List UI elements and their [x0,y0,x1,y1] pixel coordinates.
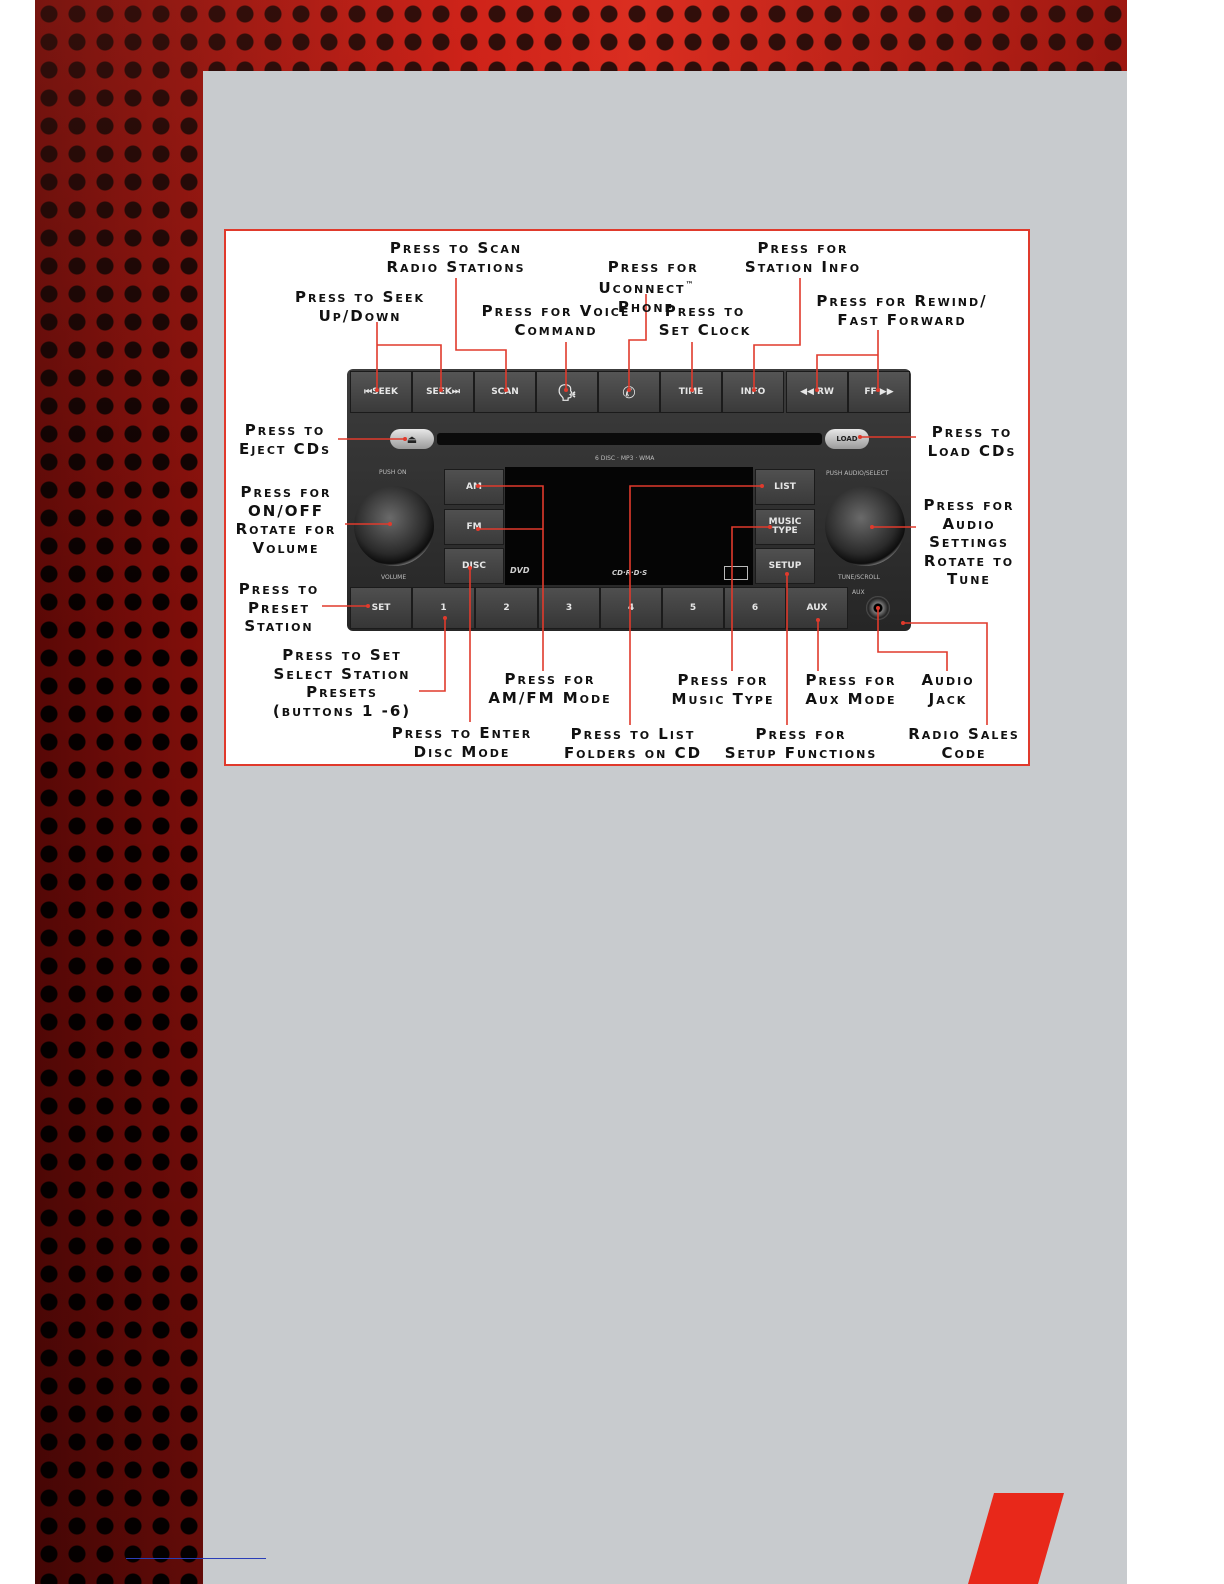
voice-command-button[interactable]: 🗣 [536,371,598,413]
aux-button[interactable]: AUX [786,587,848,629]
push-audio-caption: PUSH AUDIO/SELECT [826,470,889,477]
label-seek: Press to Seek Up/Down [295,288,425,325]
voice-command-icon: 🗣 [556,382,578,402]
red-accent-stripe [968,1493,1064,1584]
volume-caption: VOLUME [381,574,407,581]
list-button[interactable]: LIST [755,469,815,505]
cd-slot [437,433,822,445]
scan-button[interactable]: SCAN [474,371,536,413]
preset-6-button[interactable]: 6 [724,587,786,629]
label-eject: Press to Eject CDs [238,421,332,458]
label-audio-tune: Press for Audio Settings Rotate to Tune [923,496,1015,588]
label-uconnect-line3: Phone [617,297,675,316]
label-audio-jack: Audio Jack [921,671,975,708]
preset-4-button[interactable]: 4 [600,587,662,629]
set-button[interactable]: SET [350,587,412,629]
label-clock: Press to Set Clock [658,302,752,339]
slot-caption: 6 DISC · MP3 · WMA [595,455,655,462]
label-uconnect-line2: Uconnect [598,279,686,297]
preset-1-button[interactable]: 1 [412,587,475,629]
footer-rule [126,1558,266,1559]
eject-button[interactable]: ⏏ [390,429,434,449]
label-power-volume: Press for ON/OFF Rotate for Volume [235,483,337,557]
volume-knob[interactable] [354,486,434,566]
label-uconnect-line1: Press for [607,257,699,276]
time-button[interactable]: TIME [660,371,722,413]
label-disc: Press to Enter Disc Mode [391,724,533,761]
seek-up-button[interactable]: SEEK⏭ [412,371,474,413]
dvd-logo: DVD [510,566,530,575]
am-button[interactable]: AM [444,469,504,505]
label-aux: Press for Aux Mode [805,671,897,708]
fm-button[interactable]: FM [444,509,504,545]
label-sales-code: Radio Sales Code [908,725,1020,762]
preset-2-button[interactable]: 2 [475,587,538,629]
label-load: Press to Load CDs [927,423,1017,460]
label-voice: Press for Voice Command [481,302,631,339]
info-button[interactable]: INFO [722,371,784,413]
seek-down-button[interactable]: ⏮SEEK [350,371,412,413]
label-folders: Press to List Folders on CD [563,725,703,762]
label-amfm: Press for AM/FM Mode [488,670,612,707]
load-button[interactable]: LOAD [825,429,869,449]
music-type-button[interactable]: MUSIC TYPE [755,509,815,545]
tune-knob[interactable] [825,486,905,566]
label-scan: Press to Scan Radio Stations [386,239,526,276]
preset-3-button[interactable]: 3 [538,587,600,629]
setup-button[interactable]: SETUP [755,548,815,584]
disc-button[interactable]: DISC [444,548,504,584]
tune-scroll-caption: TUNE/SCROLL [838,574,880,581]
label-setup: Press for Setup Functions [724,725,878,762]
eject-icon: ⏏ [406,432,418,446]
label-info: Press for Station Info [744,239,862,276]
aux-caption: AUX [852,589,865,596]
preset-5-button[interactable]: 5 [662,587,724,629]
compact-disc-icon [724,566,748,580]
label-rewind: Press for Rewind/ Fast Forward [816,292,988,329]
trademark-symbol: ™ [685,280,694,289]
label-music-type: Press for Music Type [671,671,775,708]
fast-forward-button[interactable]: FF ▶▶ [848,371,910,413]
label-set-presets: Press to Set Select Station Presets (but… [272,646,412,720]
push-on-caption: PUSH ON [379,469,407,476]
label-preset: Press to Preset Station [238,580,320,635]
